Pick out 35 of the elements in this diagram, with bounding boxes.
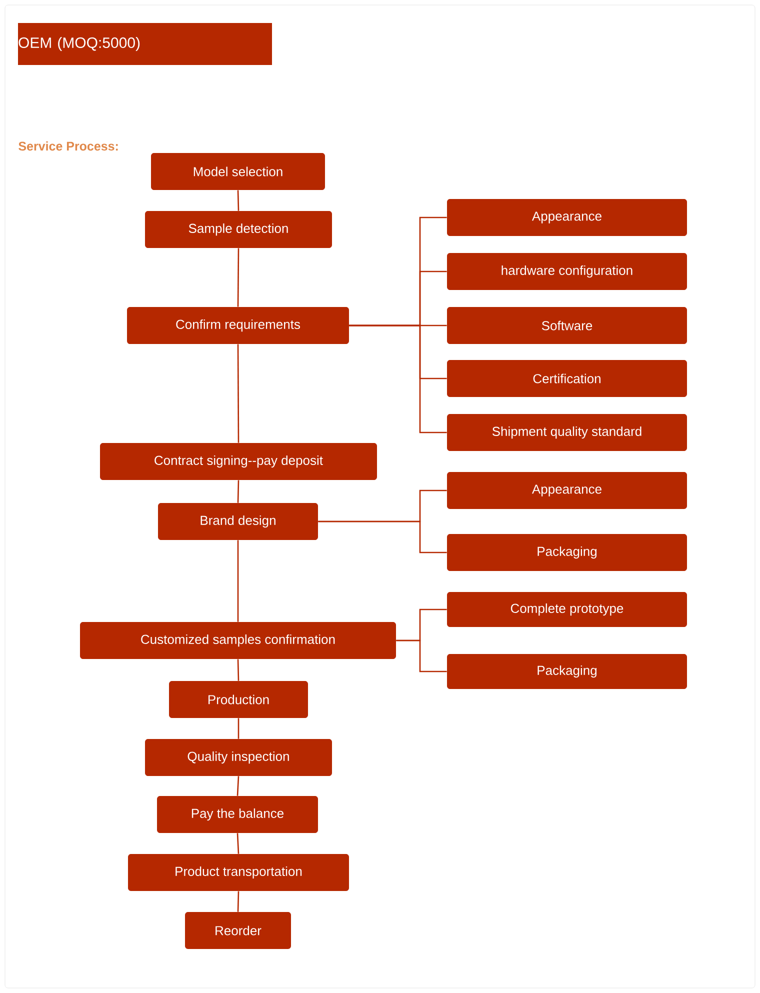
process-box: Product transportation — [128, 854, 349, 891]
section-label: Service Process: — [18, 141, 118, 151]
connector-line — [238, 718, 240, 739]
process-box: Software — [447, 307, 687, 344]
connector-line — [237, 659, 240, 681]
process-box: Brand design — [158, 503, 318, 540]
process-box: Appearance — [447, 199, 687, 236]
connector-line — [318, 520, 447, 554]
connector-line — [237, 248, 240, 307]
process-box: Production — [169, 681, 308, 718]
process-box: Packaging — [447, 654, 687, 689]
process-box: Quality inspection — [145, 739, 332, 776]
connector-line — [237, 480, 240, 503]
process-box: Certification — [447, 360, 687, 397]
title-banner: OEM (MOQ:5000) — [18, 23, 272, 65]
connector-line — [237, 190, 240, 211]
process-box: Packaging — [447, 534, 687, 571]
process-box: Complete prototype — [447, 592, 687, 627]
process-box: hardware configuration — [447, 253, 687, 290]
connector-line — [396, 640, 447, 672]
connector-line — [237, 344, 240, 443]
process-box: Contract signing--pay deposit — [100, 443, 377, 480]
process-box: Pay the balance — [157, 796, 318, 833]
connector-line — [236, 833, 240, 854]
connector-line — [236, 776, 240, 796]
process-box: Confirm requirements — [127, 307, 349, 344]
connector-line — [237, 540, 239, 622]
process-box: Model selection — [151, 153, 325, 190]
process-box: Reorder — [185, 912, 291, 949]
process-box: Shipment quality standard — [447, 414, 687, 451]
process-box: Customized samples confirmation — [80, 622, 396, 659]
process-box: Appearance — [447, 472, 687, 509]
connector-line — [349, 324, 447, 434]
connector-line — [237, 891, 240, 912]
process-box: Sample detection — [145, 211, 332, 248]
